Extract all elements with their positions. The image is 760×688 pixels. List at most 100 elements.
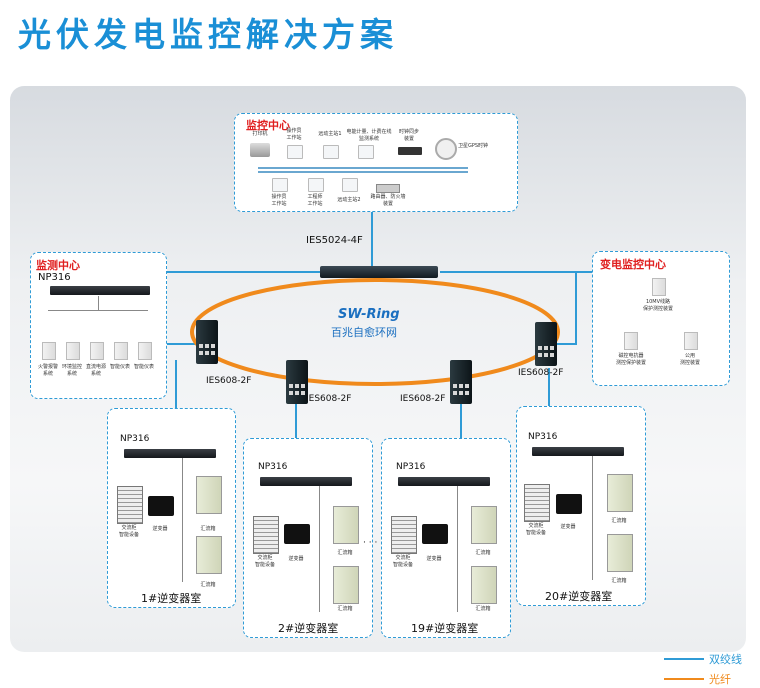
- remote-2-icon: [342, 178, 358, 192]
- room19-combiner-2: [471, 566, 497, 604]
- env-monitor-label: 环境监控 系统: [61, 364, 82, 377]
- fire-alarm-device: [42, 342, 56, 360]
- switch-port: [453, 391, 457, 395]
- detection-center-box: [30, 252, 167, 399]
- switch-port: [550, 353, 554, 357]
- substation-center-box: [592, 251, 730, 386]
- room1-trunk: [182, 458, 183, 582]
- room20-ac-label: 交流柜 智能设备: [525, 523, 546, 536]
- common-device: [684, 332, 698, 350]
- detection-server-label: NP316: [38, 272, 71, 283]
- switch-port: [538, 346, 542, 350]
- switch-port: [211, 344, 215, 348]
- room2-ac-cabinet: [253, 516, 279, 554]
- monitor-center-label: 监控中心: [246, 119, 290, 132]
- room1-server-label: NP316: [120, 434, 150, 444]
- ring-desc: 百兆自愈环网: [331, 326, 397, 339]
- room20-combiner-2: [607, 534, 633, 572]
- router-label: 路由器、防火墙 装置: [370, 194, 406, 207]
- common-label: 公用 测控装置: [679, 353, 700, 366]
- switch-port: [295, 391, 299, 395]
- switch-port: [465, 391, 469, 395]
- switch-port: [544, 353, 548, 357]
- link-room1-a: [175, 360, 177, 410]
- link-core-substation: [440, 271, 592, 273]
- link-sw4b: [557, 343, 577, 345]
- remote-1-label: 远动主站1: [318, 131, 342, 137]
- switch-port: [465, 384, 469, 388]
- room2-name: 2#逆变器室: [278, 622, 339, 635]
- legend-twisted-label: 双绞线: [709, 653, 742, 666]
- core-switch: [320, 266, 438, 278]
- router-icon: [376, 184, 400, 193]
- room19-server-label: NP316: [396, 462, 426, 472]
- eng-station-label: 工程师 工作站: [307, 194, 323, 207]
- switch-port: [205, 351, 209, 355]
- link-room3-a: [460, 400, 462, 438]
- fire-alarm-label: 火警报警 系统: [37, 364, 58, 377]
- link-room2-a: [295, 400, 297, 438]
- room2-server-label: NP316: [258, 462, 288, 472]
- page-title: 光伏发电监控解决方案: [18, 15, 398, 54]
- op-station-1-label: 操作员 工作站: [286, 128, 302, 141]
- ring-switch-2: [286, 360, 308, 404]
- legend-fiber-label: 光纤: [709, 673, 731, 686]
- reactor-label: 磁控电抗器 测控保护装置: [615, 353, 646, 366]
- room1-combiner2-label: 汇流箱: [200, 582, 216, 588]
- room19-ac-cabinet: [391, 516, 417, 554]
- room20-name: 20#逆变器室: [545, 590, 613, 603]
- gps-label: 卫星GPS时钟: [457, 143, 489, 149]
- ring-network: [190, 278, 560, 386]
- detection-center-label: 监测中心: [36, 259, 80, 272]
- op-station-1-icon: [287, 145, 303, 159]
- room20-inverter-label: 逆变器: [560, 524, 576, 530]
- switch-port: [211, 351, 215, 355]
- link-room4-a: [548, 368, 550, 408]
- room1-ac-cabinet: [117, 486, 143, 524]
- op-station-2-label: 操作员 工作站: [271, 194, 287, 207]
- switch-port: [301, 391, 305, 395]
- metering-icon: [358, 145, 374, 159]
- core-switch-label: IES5024-4F: [306, 235, 363, 246]
- switch-port: [459, 384, 463, 388]
- room1-combiner-1: [196, 476, 222, 514]
- room2-combiner-1: [333, 506, 359, 544]
- env-monitor-device: [66, 342, 80, 360]
- meter-2-label: 智能仪表: [133, 364, 154, 370]
- room20-server-label: NP316: [528, 432, 558, 442]
- room1-combiner-2: [196, 536, 222, 574]
- printer-icon: [250, 143, 270, 157]
- room20-combiner2-label: 汇流箱: [611, 578, 627, 584]
- ring-switch-4: [535, 322, 557, 366]
- link-monitor-core: [371, 210, 373, 270]
- room20-trunk: [592, 456, 593, 580]
- room2-ac-label: 交流柜 智能设备: [254, 555, 275, 568]
- rooms-ellipsis: · · · ·: [363, 538, 384, 548]
- ring-switch-3-label: IES608-2F: [400, 394, 446, 404]
- switch-port: [538, 353, 542, 357]
- room1-inverter-label: 逆变器: [152, 526, 168, 532]
- switch-port: [295, 384, 299, 388]
- meter-device-1: [114, 342, 128, 360]
- switch-port: [459, 391, 463, 395]
- line-protection-label: 10MV线路 保护测控装置: [642, 299, 673, 312]
- substation-center-label: 变电监控中心: [600, 258, 666, 271]
- remote-1-icon: [323, 145, 339, 159]
- room20-combiner1-label: 汇流箱: [611, 518, 627, 524]
- eng-station-icon: [308, 178, 324, 192]
- link-sw4: [575, 273, 577, 345]
- room19-ac-label: 交流柜 智能设备: [392, 555, 413, 568]
- fiber-ring: [190, 278, 560, 386]
- room1-ac-label: 交流柜 智能设备: [118, 525, 139, 538]
- remote-2-label: 远动主站2: [337, 197, 361, 203]
- detection-server: [50, 286, 150, 295]
- room19-combiner-1: [471, 506, 497, 544]
- switch-port: [453, 384, 457, 388]
- room19-name: 19#逆变器室: [411, 622, 479, 635]
- meter-device-2: [138, 342, 152, 360]
- room19-inverter: [422, 524, 448, 544]
- link-sw1b: [165, 343, 197, 345]
- room2-combiner-2: [333, 566, 359, 604]
- detection-branch: [48, 310, 148, 311]
- switch-port: [301, 384, 305, 388]
